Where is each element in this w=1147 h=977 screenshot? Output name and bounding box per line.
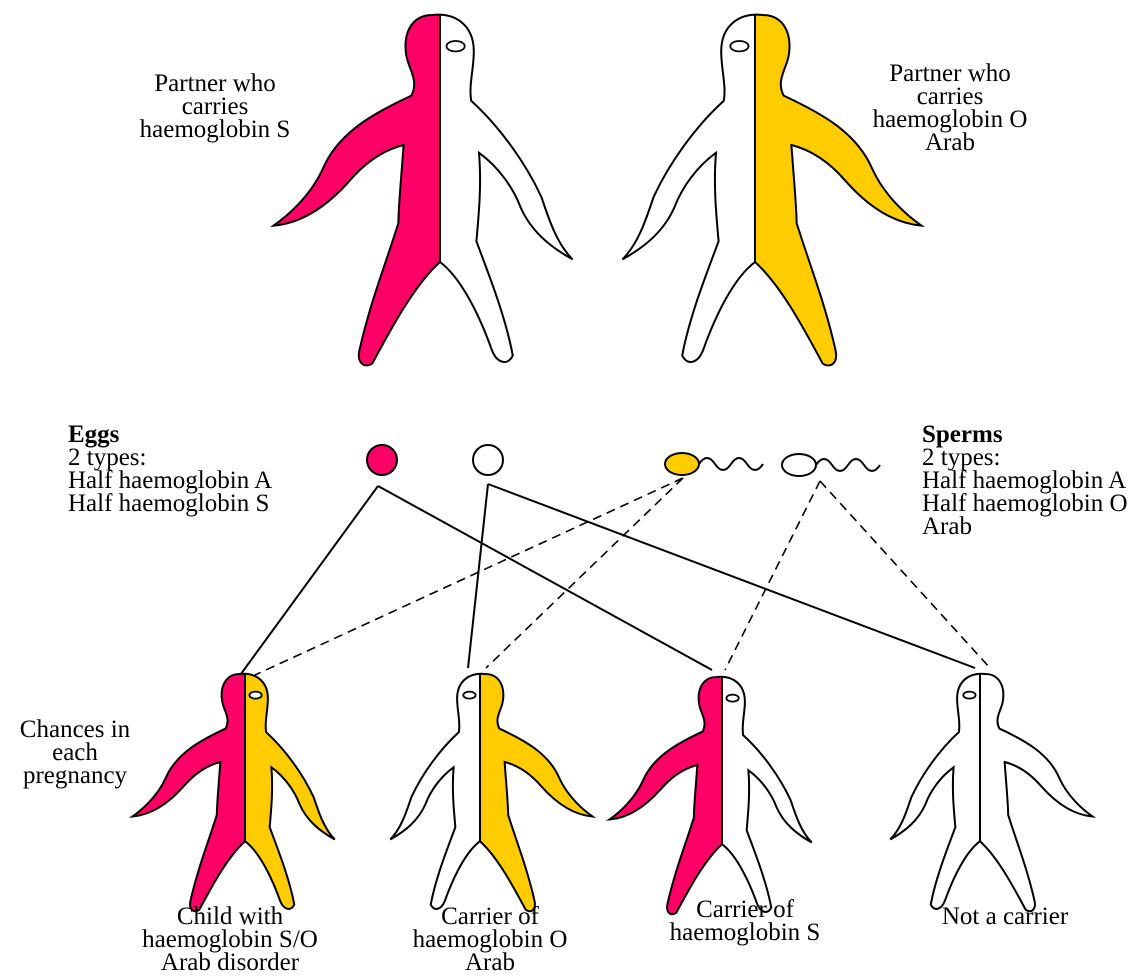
child-2-figure — [390, 674, 592, 911]
child-1-label: Child with haemoglobin S/O Arab disorder — [105, 905, 355, 974]
child-4-figure-eye — [963, 692, 975, 699]
child-4-line-1: Not a carrier — [905, 905, 1105, 928]
sperms-title: Sperms — [922, 423, 1147, 446]
child-4-label: Not a carrier — [905, 905, 1105, 928]
eggs-line-3: Half haemoglobin S — [68, 492, 318, 515]
child-3-figure-eye — [726, 695, 738, 702]
child-3-label: Carrier of haemoglobin S — [635, 898, 855, 944]
egg-haemoglobin-s — [367, 445, 397, 475]
eggs-label: Eggs 2 types: Half haemoglobin A Half ha… — [68, 423, 318, 515]
child-1-figure-eye — [249, 692, 261, 699]
child-1-line-1: Child with — [105, 905, 355, 928]
child-1-line-3: Arab disorder — [105, 951, 355, 974]
chances-line-1: Chances in — [0, 718, 150, 741]
egg-haemoglobin-a — [473, 445, 503, 475]
child-1-line-2: haemoglobin S/O — [105, 928, 355, 951]
sperms-line-2: Half haemoglobin A — [922, 469, 1147, 492]
line-sperm-o-to-child-2 — [486, 478, 683, 668]
parent-left-figure — [274, 15, 573, 366]
partner-left-line-3: haemoglobin S — [100, 118, 330, 141]
sperms-label: Sperms 2 types: Half haemoglobin A Half … — [922, 423, 1147, 538]
sperm-haemoglobin-o-arab — [665, 453, 763, 475]
eggs-title: Eggs — [68, 423, 318, 446]
sperm-haemoglobin-a — [782, 454, 880, 476]
chances-label: Chances in each pregnancy — [0, 718, 150, 787]
partner-right-line-2: carries — [850, 85, 1050, 108]
child-2-line-3: Arab — [375, 951, 605, 974]
child-2-figure-eye — [463, 692, 475, 699]
line-sperm-o-to-child-1 — [255, 478, 683, 675]
sperms-line-1: 2 types: — [922, 446, 1147, 469]
chances-line-2: each — [0, 741, 150, 764]
line-sperm-a-to-child-3 — [725, 481, 820, 670]
partner-right-label: Partner who carries haemoglobin O Arab — [850, 62, 1050, 154]
partner-right-line-1: Partner who — [850, 62, 1050, 85]
chances-line-3: pregnancy — [0, 764, 150, 787]
egg-lines — [238, 484, 975, 678]
child-3-line-1: Carrier of — [635, 898, 855, 921]
child-4-figure — [890, 674, 1092, 911]
line-egg-s-to-child-3 — [378, 486, 712, 670]
partner-right-line-3: haemoglobin O — [850, 108, 1050, 131]
eggs-line-1: 2 types: — [68, 446, 318, 469]
child-2-line-1: Carrier of — [375, 905, 605, 928]
sperms-line-3: Half haemoglobin O — [922, 492, 1147, 515]
child-1-figure — [132, 674, 334, 911]
sperm-lines — [255, 478, 990, 675]
sperms-line-4: Arab — [922, 515, 1147, 538]
partner-right-line-4: Arab — [850, 131, 1050, 154]
line-egg-a-to-child-4 — [488, 484, 975, 668]
child-2-label: Carrier of haemoglobin O Arab — [375, 905, 605, 974]
parent-right-figure-eye — [730, 41, 748, 51]
partner-left-line-1: Partner who — [100, 72, 330, 95]
parent-left-figure-eye — [447, 41, 465, 51]
partner-left-label: Partner who carries haemoglobin S — [100, 72, 330, 141]
child-3-line-2: haemoglobin S — [635, 921, 855, 944]
eggs-line-2: Half haemoglobin A — [68, 469, 318, 492]
partner-left-line-2: carries — [100, 95, 330, 118]
child-2-line-2: haemoglobin O — [375, 928, 605, 951]
child-3-figure — [609, 677, 811, 914]
